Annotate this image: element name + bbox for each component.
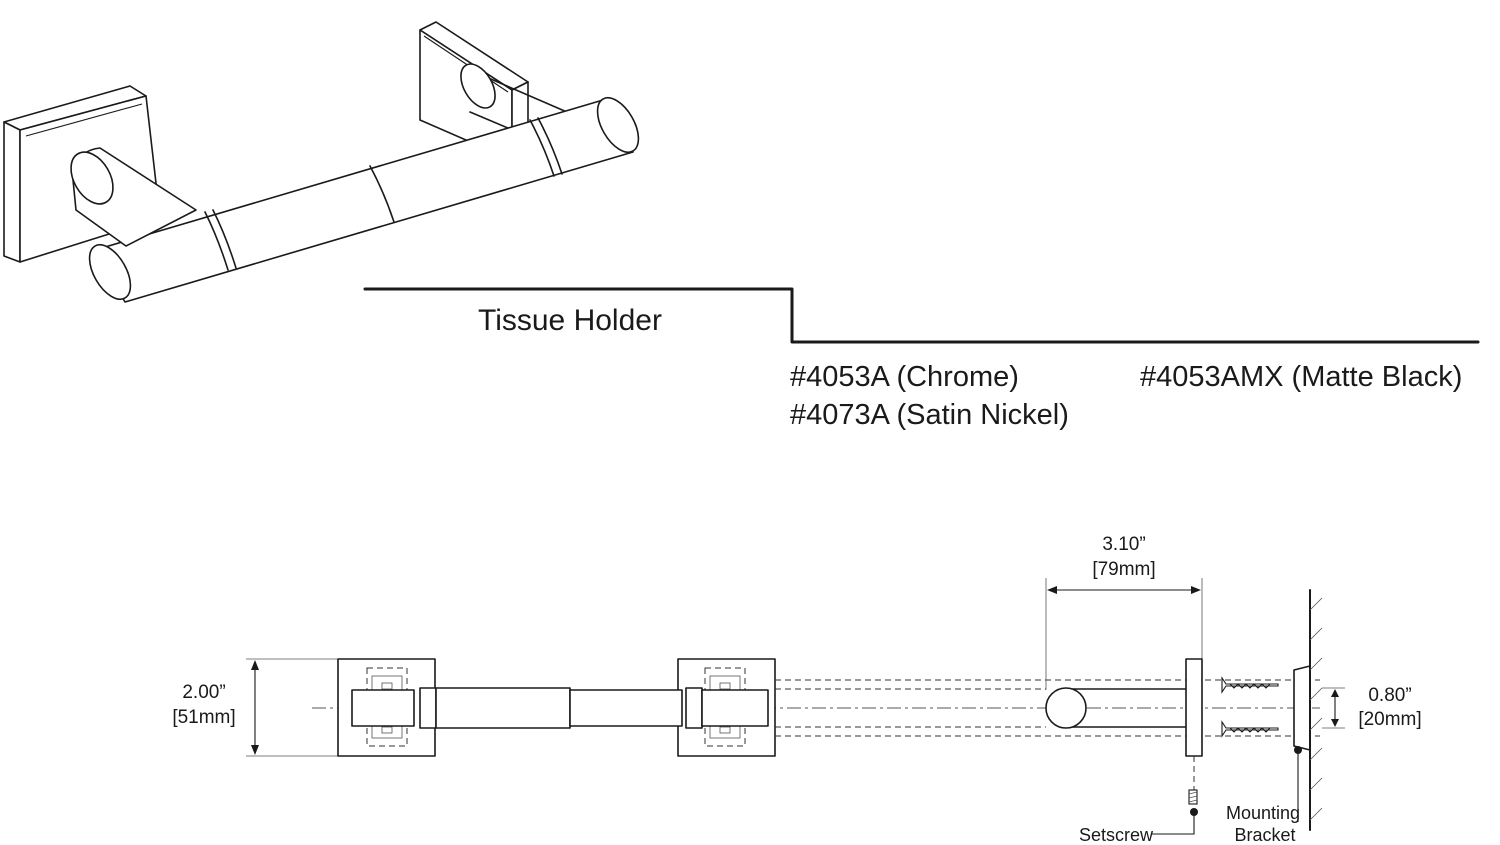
height-metric: [51mm] xyxy=(172,707,235,728)
roller xyxy=(88,97,640,303)
product-title: Tissue Holder xyxy=(478,304,662,337)
setscrew-label: Setscrew xyxy=(1079,825,1154,845)
model-chrome: #4053A (Chrome) xyxy=(790,361,1019,393)
title-block: Tissue Holder #4053A (Chrome) #4073A (Sa… xyxy=(363,287,1480,431)
screw-upper xyxy=(1221,676,1279,694)
mounting-bracket-label-line1: Mounting xyxy=(1226,803,1300,823)
model-matte-black: #4053AMX (Matte Black) xyxy=(1140,361,1462,393)
left-post xyxy=(70,147,197,247)
mounting-bracket-label-line2: Bracket xyxy=(1234,825,1295,845)
projection-imperial: 3.10” xyxy=(1102,534,1145,555)
projection-metric: [79mm] xyxy=(1092,559,1155,580)
model-satin-nickel: #4073A (Satin Nickel) xyxy=(790,399,1069,431)
height-imperial: 2.00” xyxy=(182,682,225,703)
setscrew-callout: Setscrew xyxy=(1079,789,1198,845)
front-view: 2.00” [51mm] xyxy=(172,658,1320,757)
screw-lower xyxy=(1221,720,1279,738)
bracket-metric: [20mm] xyxy=(1358,709,1421,730)
product-illustration xyxy=(3,21,640,303)
side-view: 3.10” [79mm] 0.80” [20mm] xyxy=(1045,534,1422,845)
bracket-imperial: 0.80” xyxy=(1368,685,1411,706)
mounting-bracket-callout: Mounting Bracket xyxy=(1226,746,1302,845)
